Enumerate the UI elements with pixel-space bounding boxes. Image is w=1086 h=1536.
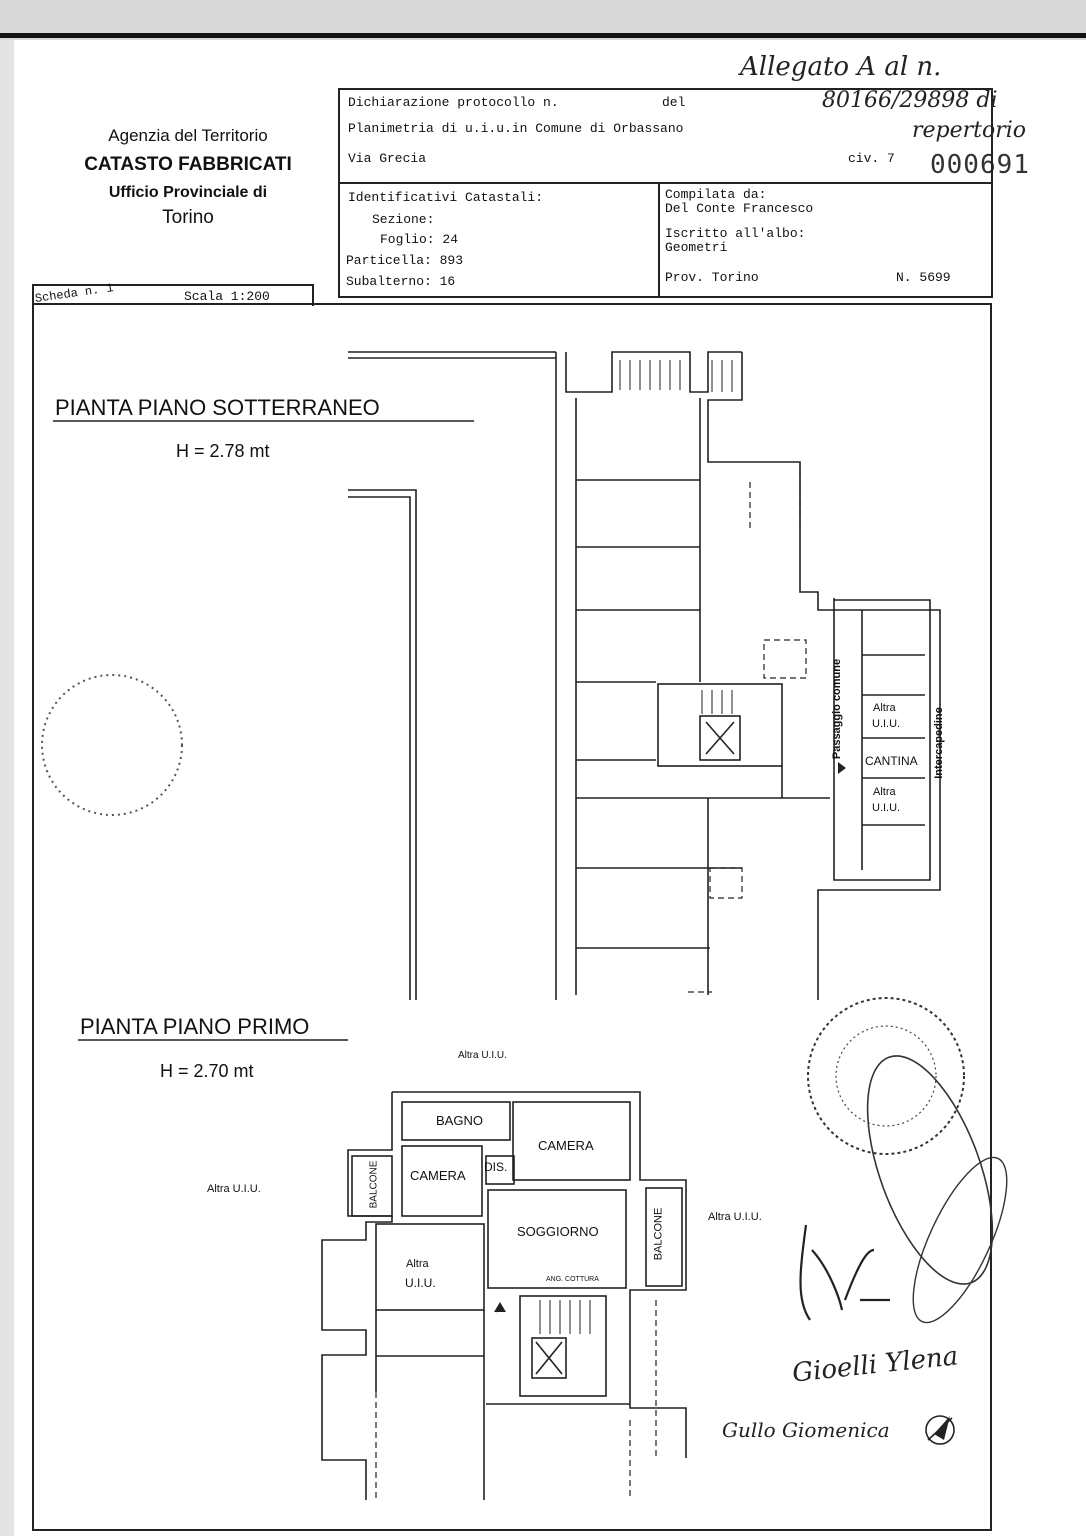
scan-top-line bbox=[0, 33, 1086, 38]
soggiorno-label: SOGGIORNO bbox=[517, 1224, 599, 1239]
scala-label: Scala 1:200 bbox=[184, 289, 270, 304]
intercapedine-label: Intercapedine bbox=[932, 707, 945, 779]
basement-altra-2b: U.I.U. bbox=[872, 802, 901, 814]
cantina-label: CANTINA bbox=[865, 754, 918, 768]
compilata-label: Compilata da: bbox=[665, 187, 767, 202]
basement-plan-title: PIANTA PIANO SOTTERRANEO bbox=[55, 395, 380, 420]
foglio-label: Foglio: 24 bbox=[380, 232, 459, 247]
basement-altra-2a: Altra bbox=[873, 786, 896, 798]
via-label: Via Grecia bbox=[348, 151, 427, 166]
compilatore-name: Del Conte Francesco bbox=[665, 201, 814, 216]
camera-1-label: CAMERA bbox=[538, 1138, 594, 1153]
basement-height: H = 2.78 mt bbox=[176, 441, 270, 461]
first-altra-top: Altra U.I.U. bbox=[458, 1050, 507, 1061]
prov-label: Prov. Torino bbox=[665, 270, 759, 285]
sezione-label: Sezione: bbox=[372, 212, 435, 227]
handwritten-numbers: 80166/29898 di bbox=[822, 88, 998, 113]
identificativi-label: Identificativi Catastali: bbox=[348, 190, 544, 205]
drawing-frame bbox=[32, 303, 992, 1531]
scan-left-edge bbox=[0, 40, 14, 1536]
balcone-left-label: BALCONE bbox=[368, 1160, 380, 1209]
albo-label: Geometri bbox=[665, 240, 728, 255]
first-altra-right: Altra U.I.U. bbox=[708, 1211, 762, 1223]
dichiarazione-label: Dichiarazione protocollo n. bbox=[348, 95, 559, 110]
passaggio-comune-label: Passaggio comune bbox=[831, 658, 844, 760]
ang-cottura-label: ANG. COTTURA bbox=[546, 1276, 599, 1283]
first-altra-left: Altra U.I.U. bbox=[207, 1183, 261, 1195]
agency-name: Agenzia del Territorio bbox=[108, 126, 268, 145]
first-floor-plan-title: PIANTA PIANO PRIMO bbox=[80, 1014, 310, 1039]
stamp-number: 000691 bbox=[930, 150, 1030, 180]
signature-2: Gullo Giomenica bbox=[722, 1418, 890, 1442]
subalterno-label: Subalterno: 16 bbox=[346, 274, 456, 289]
first-altra-inner-b: U.I.U. bbox=[405, 1276, 436, 1290]
planimetria-label: Planimetria di u.i.u.in Comune di Orbass… bbox=[348, 121, 684, 136]
handwritten-allegato: Allegato A al n. bbox=[740, 52, 942, 82]
city-label: Torino bbox=[162, 207, 214, 228]
first-altra-inner-a: Altra bbox=[406, 1258, 429, 1270]
scheda-box bbox=[32, 284, 314, 306]
handwritten-repertorio: repertorio bbox=[912, 118, 1027, 143]
first-floor-height: H = 2.70 mt bbox=[160, 1061, 254, 1081]
dis-label: DIS. bbox=[484, 1160, 508, 1174]
catasto-title: CATASTO FABBRICATI bbox=[84, 154, 292, 175]
iscritto-label: Iscritto all'albo: bbox=[665, 226, 806, 241]
camera-2-label: CAMERA bbox=[410, 1168, 466, 1183]
civ-label: civ. 7 bbox=[848, 151, 895, 166]
ufficio-label: Ufficio Provinciale di bbox=[108, 184, 268, 201]
basement-altra-1b: U.I.U. bbox=[872, 718, 901, 730]
del-label: del bbox=[662, 95, 686, 110]
particella-label: Particella: 893 bbox=[346, 253, 464, 268]
balcone-right-label: BALCONE bbox=[652, 1207, 665, 1261]
numero-label: N. 5699 bbox=[896, 270, 951, 285]
cadastral-header-box bbox=[338, 88, 993, 298]
basement-altra-1a: Altra bbox=[873, 702, 896, 714]
bagno-label: BAGNO bbox=[436, 1113, 483, 1128]
